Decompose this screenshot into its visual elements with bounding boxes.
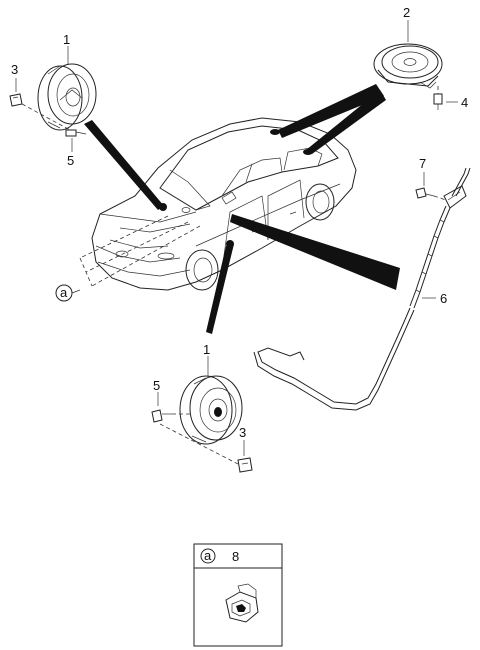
callout-5-bottom: 5 (153, 378, 160, 393)
callout-4: 4 (461, 95, 468, 110)
callout-6: 6 (440, 291, 447, 306)
bracket-part-top: 3 (9, 62, 71, 131)
rear-speaker-part: 2 (373, 5, 443, 89)
antenna-part: 6 (253, 167, 471, 411)
clip-part (225, 583, 259, 623)
location-pointers (84, 84, 400, 334)
inset-part-number: 8 (232, 549, 239, 564)
reference-a-marker: a (55, 284, 81, 302)
front-right-speaker-part: 1 (179, 342, 243, 445)
screw-part-bottom: 5 (151, 378, 190, 423)
callout-1-top: 1 (63, 32, 70, 47)
rear-screw-part: 4 (433, 86, 468, 110)
screw-part-top: 5 (65, 129, 87, 168)
bracket-part-bottom: 3 (159, 423, 253, 473)
ref-a-label: a (60, 285, 68, 300)
front-left-speaker-part: 1 (37, 32, 97, 131)
callout-1-bottom: 1 (203, 342, 210, 357)
callout-2: 2 (403, 5, 410, 20)
inset-detail-box: a 8 (193, 543, 283, 647)
callout-7: 7 (419, 156, 426, 171)
callout-5-top: 5 (67, 153, 74, 168)
car-illustration (79, 117, 357, 291)
inset-ref-letter: a (204, 548, 212, 563)
callout-3-bottom: 3 (239, 425, 246, 440)
antenna-screw-part: 7 (415, 156, 447, 201)
callout-3-top: 3 (11, 62, 18, 77)
